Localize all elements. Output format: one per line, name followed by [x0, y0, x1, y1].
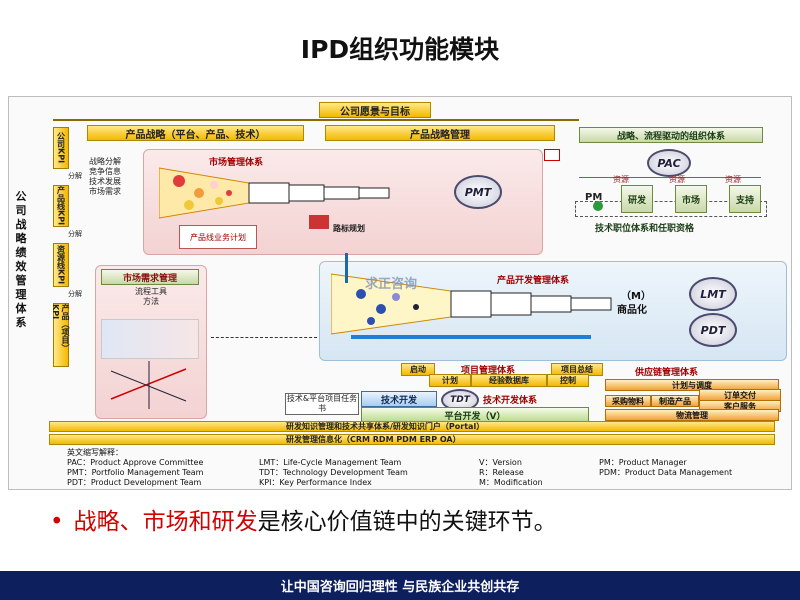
launch-box: 启动 — [401, 363, 435, 376]
bullet-rest-text: 是核心价值链中的关键环节。 — [257, 509, 557, 535]
strategy-inputs: 战略分解 竞争信息 技术发展 市场需求 — [89, 157, 149, 197]
resource-label: 资源 — [669, 175, 685, 184]
company-vision-box: 公司愿景与目标 — [319, 102, 431, 118]
commercialize-label: 商品化 — [617, 305, 647, 316]
supply-chain-title: 供应链管理体系 — [635, 368, 699, 378]
pm-node-icon — [593, 201, 603, 211]
it-bar: 研发管理信息化（CRM RDM PDM ERP OA） — [49, 434, 775, 445]
dev-system-title: 产品开发管理体系 — [497, 276, 570, 286]
connector-line — [579, 177, 761, 178]
manufacture-box: 制造产品 — [651, 395, 699, 407]
input-item: 战略分解 — [89, 157, 121, 166]
experience-db-box: 经验数据库 — [471, 374, 547, 387]
flow-tool-method: 流程工具方法 — [135, 287, 167, 306]
key-point-bullet: • 战略、市场和研发是核心价值链中的关键环节。 — [50, 502, 557, 536]
function-rd: 研发 — [621, 185, 653, 213]
resource-label: 资源 — [613, 175, 629, 184]
abbr-kpi: KPI：Key Performance Index — [259, 478, 372, 487]
dev-funnel — [331, 273, 612, 339]
decompose-label: 分解 — [68, 230, 82, 238]
abbr-v: V：Version — [479, 458, 522, 467]
pm-label: PM — [585, 192, 603, 203]
lmt-badge: LMT — [689, 277, 737, 311]
abbr-tdt: TDT：Technology Development Team — [259, 468, 408, 477]
ipd-diagram: 公司愿景与目标 产品战略（平台、产品、技术） 产品战略管理 战略、流程驱动的组织… — [8, 96, 792, 490]
abbr-m: M：Modification — [479, 478, 543, 487]
function-market: 市场 — [675, 185, 707, 213]
abbr-r: R：Release — [479, 468, 524, 477]
tech-platform-tasks: 技术&平台项目任务书 — [285, 393, 359, 415]
org-system-box: 战略、流程驱动的组织体系 — [579, 127, 763, 143]
logistics-box: 物流管理 — [605, 409, 779, 421]
tech-dev-box: 技术开发 — [361, 391, 437, 407]
kpi-product-line: 产品线KPI — [53, 185, 69, 227]
gate-box — [544, 149, 560, 161]
product-line-plan: 产品线业务计划 — [179, 225, 257, 249]
project-system-title: 项目管理体系 — [461, 366, 516, 376]
abbr-pac: PAC：Product Approve Committee — [67, 458, 204, 467]
job-system-label: 技术职位体系和任职资格 — [595, 224, 695, 234]
resource-label: 资源 — [725, 175, 741, 184]
m-label: （M） — [621, 291, 651, 302]
abbr-pmt: PMT：Portfolio Management Team — [67, 468, 204, 477]
pmt-badge: PMT — [454, 175, 502, 209]
page-title: IPD组织功能模块 — [300, 35, 500, 64]
input-item: 技术发展 — [89, 177, 121, 186]
highlight-text: 战略、市场和研发 — [73, 509, 258, 535]
side-label: 公司战略绩效管理体系 — [15, 190, 27, 329]
market-funnel — [159, 167, 390, 219]
kpi-project: 产品（项目）KPI — [51, 303, 70, 367]
doc-thumbnails — [101, 319, 199, 359]
bullet-dot: • — [50, 509, 64, 535]
market-demand-title: 市场需求管理 — [101, 269, 199, 285]
knowledge-bar: 研发知识管理和技术共享体系/研发知识门户（Portal） — [49, 421, 775, 432]
abbr-lmt: LMT：Life-Cycle Management Team — [259, 458, 402, 467]
function-support: 支持 — [729, 185, 761, 213]
pac-badge: PAC — [647, 149, 691, 177]
abbr-pdm: PDM：Product Data Management — [599, 468, 733, 477]
connector-line — [53, 119, 579, 121]
plan-box: 计划 — [429, 374, 471, 387]
pdt-badge: PDT — [689, 313, 737, 347]
input-item: 市场需求 — [89, 187, 121, 196]
kpi-resource-line: 资源线KPI — [53, 243, 69, 287]
input-item: 竞争信息 — [89, 167, 121, 176]
roadmap-marker — [309, 215, 329, 229]
decompose-label: 分解 — [68, 290, 82, 298]
footer-banner: 让中国咨询回归理性 与民族企业共创共存 — [0, 571, 800, 600]
watermark: 求正咨询 — [365, 277, 418, 292]
decompose-label: 分解 — [68, 172, 82, 180]
product-strategy-box: 产品战略（平台、产品、技术） — [87, 125, 304, 141]
kpi-company: 公司KPI — [53, 127, 69, 169]
dev-arrow — [345, 253, 348, 283]
strategy-management-box: 产品战略管理 — [325, 125, 555, 141]
roadmap-label: 路标规划 — [333, 224, 365, 233]
purchase-box: 采购物料 — [605, 395, 651, 407]
abbr-title: 英文缩写解释： — [67, 448, 123, 457]
mini-network-chart — [110, 361, 187, 409]
abbr-pdt: PDT：Product Development Team — [67, 478, 202, 487]
tech-dev-system-title: 技术开发体系 — [483, 396, 538, 406]
dashed-connector — [211, 337, 317, 338]
pm-dashed-box — [575, 201, 767, 217]
market-system-title: 市场管理体系 — [209, 158, 264, 168]
plan-schedule-box: 计划与调度 — [605, 379, 779, 391]
abbr-pm: PM：Product Manager — [599, 458, 687, 467]
control-box: 控制 — [547, 374, 589, 387]
